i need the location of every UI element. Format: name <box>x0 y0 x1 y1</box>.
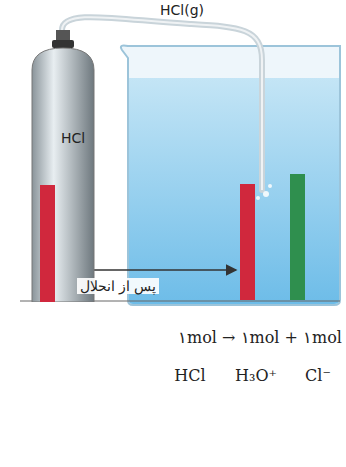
bubbles <box>256 184 272 200</box>
arrow-label: پس از انحلال <box>77 278 160 294</box>
gas-cylinder: HCl <box>28 30 98 302</box>
species-label: HCl <box>174 366 205 385</box>
cylinder-label: HCl <box>61 130 85 146</box>
species-label: H₃O⁺ <box>235 366 277 385</box>
gas-label: HCl(g) <box>160 2 204 18</box>
cylinder-outline <box>28 30 98 302</box>
species-label: Cl⁻ <box>305 366 331 385</box>
h3o-bar <box>240 184 255 300</box>
beaker <box>121 46 340 306</box>
cl-bar <box>290 174 305 300</box>
mole-equation: ۱mol → ۱mol + ۱mol <box>178 328 342 347</box>
